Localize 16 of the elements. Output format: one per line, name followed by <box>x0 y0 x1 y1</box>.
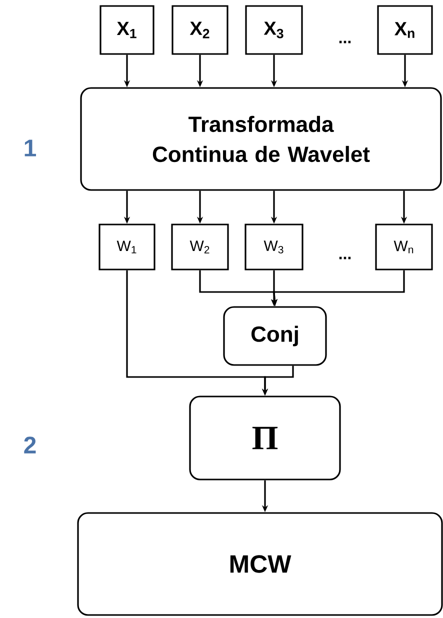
coefficient-box: W$_{2}$ <box>171 224 229 270</box>
step-number: 2 <box>24 436 36 454</box>
process-box: Transformada Continua de Wavelet <box>80 87 442 191</box>
ellipsis: ... <box>339 40 351 44</box>
output-box: MCW <box>77 512 443 616</box>
coefficient-box: W$_{1}$ <box>98 224 156 270</box>
input-box: X$_{n}$ <box>377 5 433 55</box>
coefficient-box: W$_{n}$ <box>375 224 433 270</box>
input-box: X$_{3}$ <box>245 5 303 55</box>
product-box: Π <box>189 396 341 480</box>
ellipsis: ... <box>339 256 351 260</box>
step-number: 1 <box>24 140 36 156</box>
coefficient-box: W$_{3}$ <box>244 224 304 270</box>
input-box: X$_{1}$ <box>100 5 154 55</box>
process-box: Conj <box>223 306 327 366</box>
input-box: X$_{2}$ <box>172 5 228 55</box>
